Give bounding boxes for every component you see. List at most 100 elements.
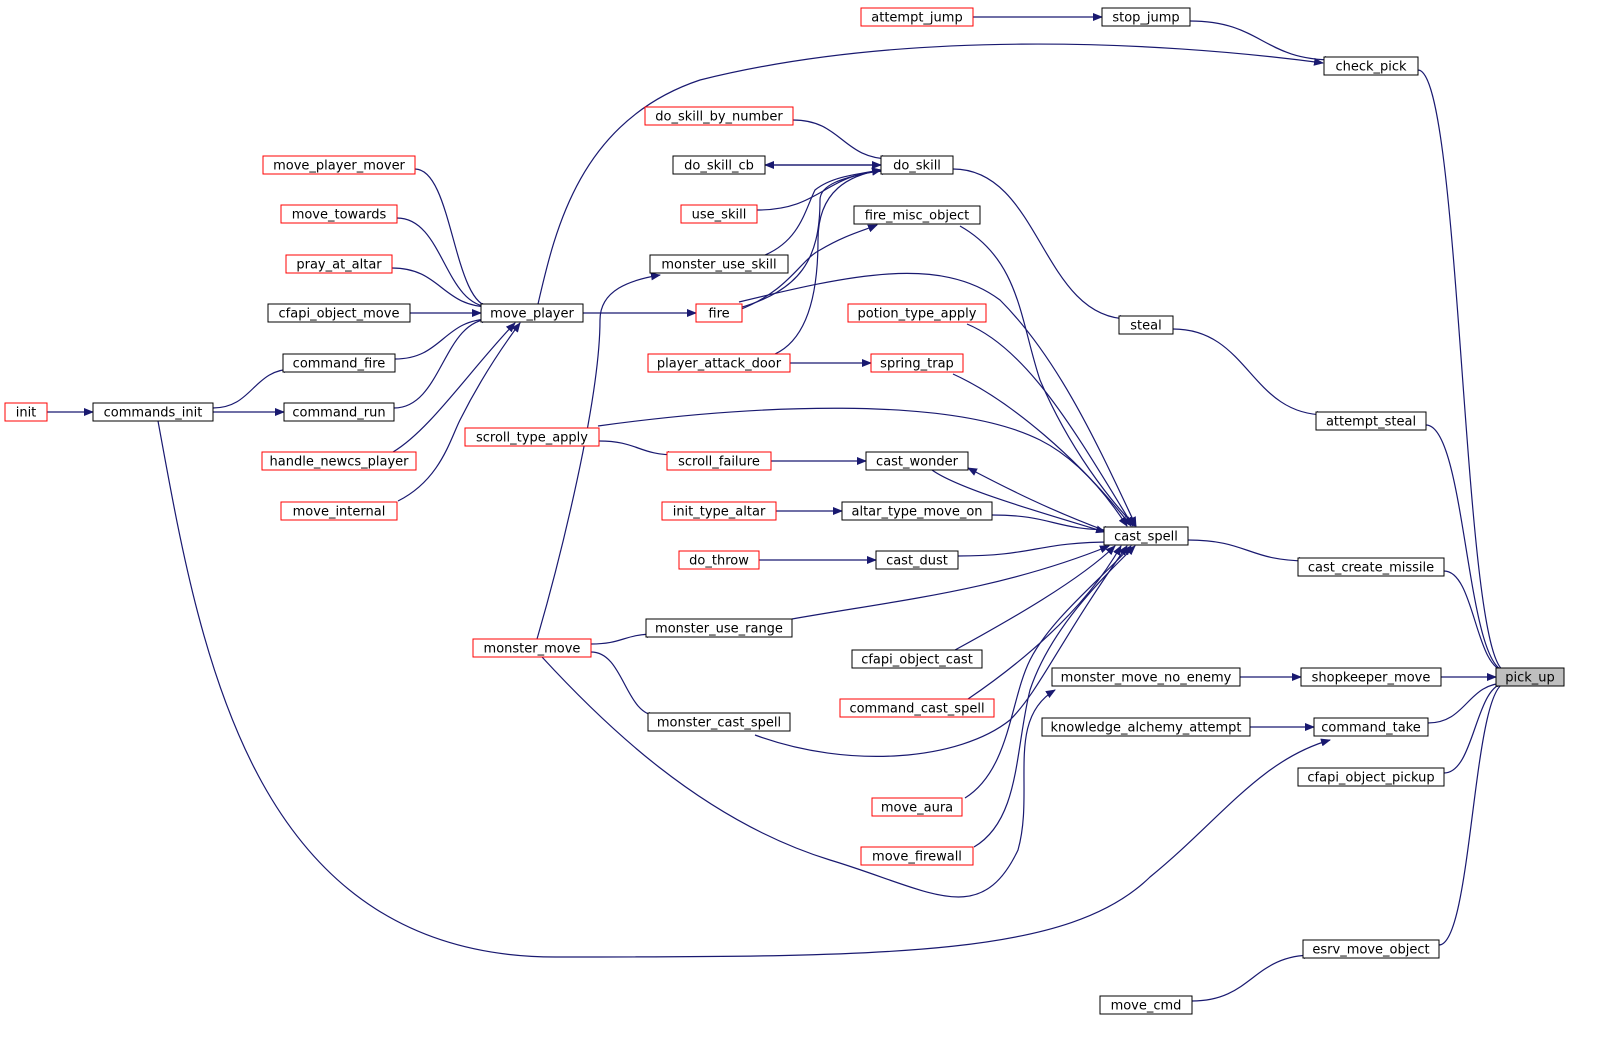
node-cfapi_object_cast[interactable]: cfapi_object_cast: [851, 649, 983, 669]
node-player_attack_door[interactable]: player_attack_door: [647, 353, 791, 373]
edge-do_skill-to-steal: [952, 168, 1130, 323]
node-label: cfapi_object_pickup: [1307, 771, 1434, 786]
node-commands_init[interactable]: commands_init: [92, 402, 214, 422]
nodes-layer: pick_up check_pick stop_jump attempt_jumpmo…: [4, 7, 1565, 1015]
node-label: fire: [708, 307, 729, 322]
node-box: [695, 303, 743, 323]
node-monster_use_skill[interactable]: monster_use_skill: [649, 254, 789, 274]
edge-fire_misc_object-to-cast_spell: [959, 225, 1136, 527]
edge-cast_create_missile-to-pick_up: [1443, 570, 1507, 675]
node-command_cast_spell[interactable]: command_cast_spell: [839, 698, 995, 718]
edge-altar_type_move_on-to-cast_spell: [991, 514, 1115, 534]
node-move_towards[interactable]: move_towards: [280, 204, 398, 224]
node-steal[interactable]: steal: [1118, 315, 1174, 335]
node-label: move_aura: [881, 801, 953, 816]
node-attempt_steal[interactable]: attempt_steal: [1315, 411, 1427, 431]
edge-handle_newcs_player-to-move_player: [392, 322, 516, 453]
node-scroll_failure[interactable]: scroll_failure: [666, 451, 772, 471]
node-box: [1302, 939, 1440, 959]
node-move_aura[interactable]: move_aura: [871, 797, 963, 817]
node-altar_type_move_on[interactable]: altar_type_move_on: [841, 501, 993, 521]
node-cast_dust[interactable]: cast_dust: [875, 550, 959, 570]
edge-monster_move-to-monster_move_no_enemy: [541, 656, 1056, 898]
node-label: move_towards: [292, 208, 387, 223]
node-potion_type_apply[interactable]: potion_type_apply: [847, 303, 987, 323]
node-move_player_mover[interactable]: move_player_mover: [262, 155, 416, 175]
node-scroll_type_apply[interactable]: scroll_type_apply: [464, 427, 600, 447]
node-box: [1051, 667, 1241, 687]
node-label: init_type_altar: [673, 505, 766, 520]
edge-spring_trap-to-cast_spell: [952, 373, 1132, 527]
node-pick_up[interactable]: pick_up: [1495, 667, 1565, 687]
node-box: [1099, 995, 1193, 1015]
node-esrv_move_object[interactable]: esrv_move_object: [1302, 939, 1440, 959]
node-do_skill[interactable]: do_skill: [880, 155, 954, 175]
node-move_firewall[interactable]: move_firewall: [860, 846, 974, 866]
node-box: [839, 698, 995, 718]
node-label: command_run: [292, 406, 385, 421]
node-move_cmd[interactable]: move_cmd: [1099, 995, 1193, 1015]
node-pray_at_altar[interactable]: pray_at_altar: [285, 254, 393, 274]
node-move_player[interactable]: move_player: [480, 303, 584, 323]
node-cast_wonder[interactable]: cast_wonder: [865, 451, 969, 471]
edge-cast_spell-to-cast_create_missile: [1187, 539, 1309, 565]
node-label: cast_create_missile: [1308, 561, 1434, 576]
node-do_skill_by_number[interactable]: do_skill_by_number: [644, 106, 794, 126]
node-knowledge_alchemy_attempt[interactable]: knowledge_alchemy_attempt: [1041, 717, 1251, 737]
node-box: [1313, 717, 1429, 737]
edge-command_cast_spell-to-cast_spell: [967, 545, 1122, 700]
node-label: do_skill: [893, 159, 941, 174]
node-cast_create_missile[interactable]: cast_create_missile: [1297, 557, 1445, 577]
node-box: [860, 846, 974, 866]
node-box: [1041, 717, 1251, 737]
node-command_run[interactable]: command_run: [283, 402, 395, 422]
node-command_take[interactable]: command_take: [1313, 717, 1429, 737]
node-box: [680, 204, 758, 224]
edge-scroll_type_apply-to-scroll_failure: [598, 440, 678, 459]
node-stop_jump[interactable]: stop_jump: [1101, 7, 1191, 27]
node-label: use_skill: [692, 208, 747, 223]
node-box: [666, 451, 772, 471]
edge-pray_at_altar-to-move_player: [391, 267, 492, 311]
node-move_internal[interactable]: move_internal: [280, 501, 398, 521]
node-spring_trap[interactable]: spring_trap: [870, 353, 964, 373]
node-monster_move_no_enemy[interactable]: monster_move_no_enemy: [1051, 667, 1241, 687]
edge-cast_spell-to-cast_wonder: [967, 467, 1107, 532]
node-fire[interactable]: fire: [695, 303, 743, 323]
node-cfapi_object_move[interactable]: cfapi_object_move: [267, 303, 411, 323]
node-fire_misc_object[interactable]: fire_misc_object: [853, 205, 981, 225]
node-monster_move[interactable]: monster_move: [472, 638, 592, 658]
edge-monster_move-to-monster_cast_spell: [590, 651, 659, 720]
node-box: [472, 638, 592, 658]
node-box: [647, 353, 791, 373]
node-box: [865, 451, 969, 471]
node-cast_spell[interactable]: cast_spell: [1103, 526, 1189, 546]
node-monster_use_range[interactable]: monster_use_range: [645, 618, 793, 638]
node-command_fire[interactable]: command_fire: [282, 353, 396, 373]
node-use_skill[interactable]: use_skill: [680, 204, 758, 224]
node-init_type_altar[interactable]: init_type_altar: [661, 501, 777, 521]
node-box: [1103, 526, 1189, 546]
node-cfapi_object_pickup[interactable]: cfapi_object_pickup: [1297, 767, 1445, 787]
node-label: fire_misc_object: [865, 209, 970, 224]
node-check_pick[interactable]: check_pick: [1323, 56, 1419, 76]
node-label: shopkeeper_move: [1312, 671, 1431, 686]
node-box: [847, 303, 987, 323]
node-attempt_jump[interactable]: attempt_jump: [860, 7, 974, 27]
node-monster_cast_spell[interactable]: monster_cast_spell: [647, 712, 791, 732]
edge-player_attack_door-to-do_skill: [774, 167, 882, 355]
node-do_skill_cb[interactable]: do_skill_cb: [672, 155, 766, 175]
node-box: [1315, 411, 1427, 431]
node-do_throw[interactable]: do_throw: [678, 550, 760, 570]
edge-cfapi_object_pickup-to-pick_up: [1443, 679, 1507, 774]
node-label: player_attack_door: [657, 357, 782, 372]
edge-attempt_steal-to-pick_up: [1425, 424, 1507, 675]
edge-fire-to-fire_misc_object: [738, 224, 878, 311]
node-box: [92, 402, 214, 422]
node-handle_newcs_player[interactable]: handle_newcs_player: [261, 451, 417, 471]
node-box: [851, 649, 983, 669]
node-shopkeeper_move[interactable]: shopkeeper_move: [1300, 667, 1442, 687]
node-init[interactable]: init: [4, 402, 48, 422]
node-box: [672, 155, 766, 175]
